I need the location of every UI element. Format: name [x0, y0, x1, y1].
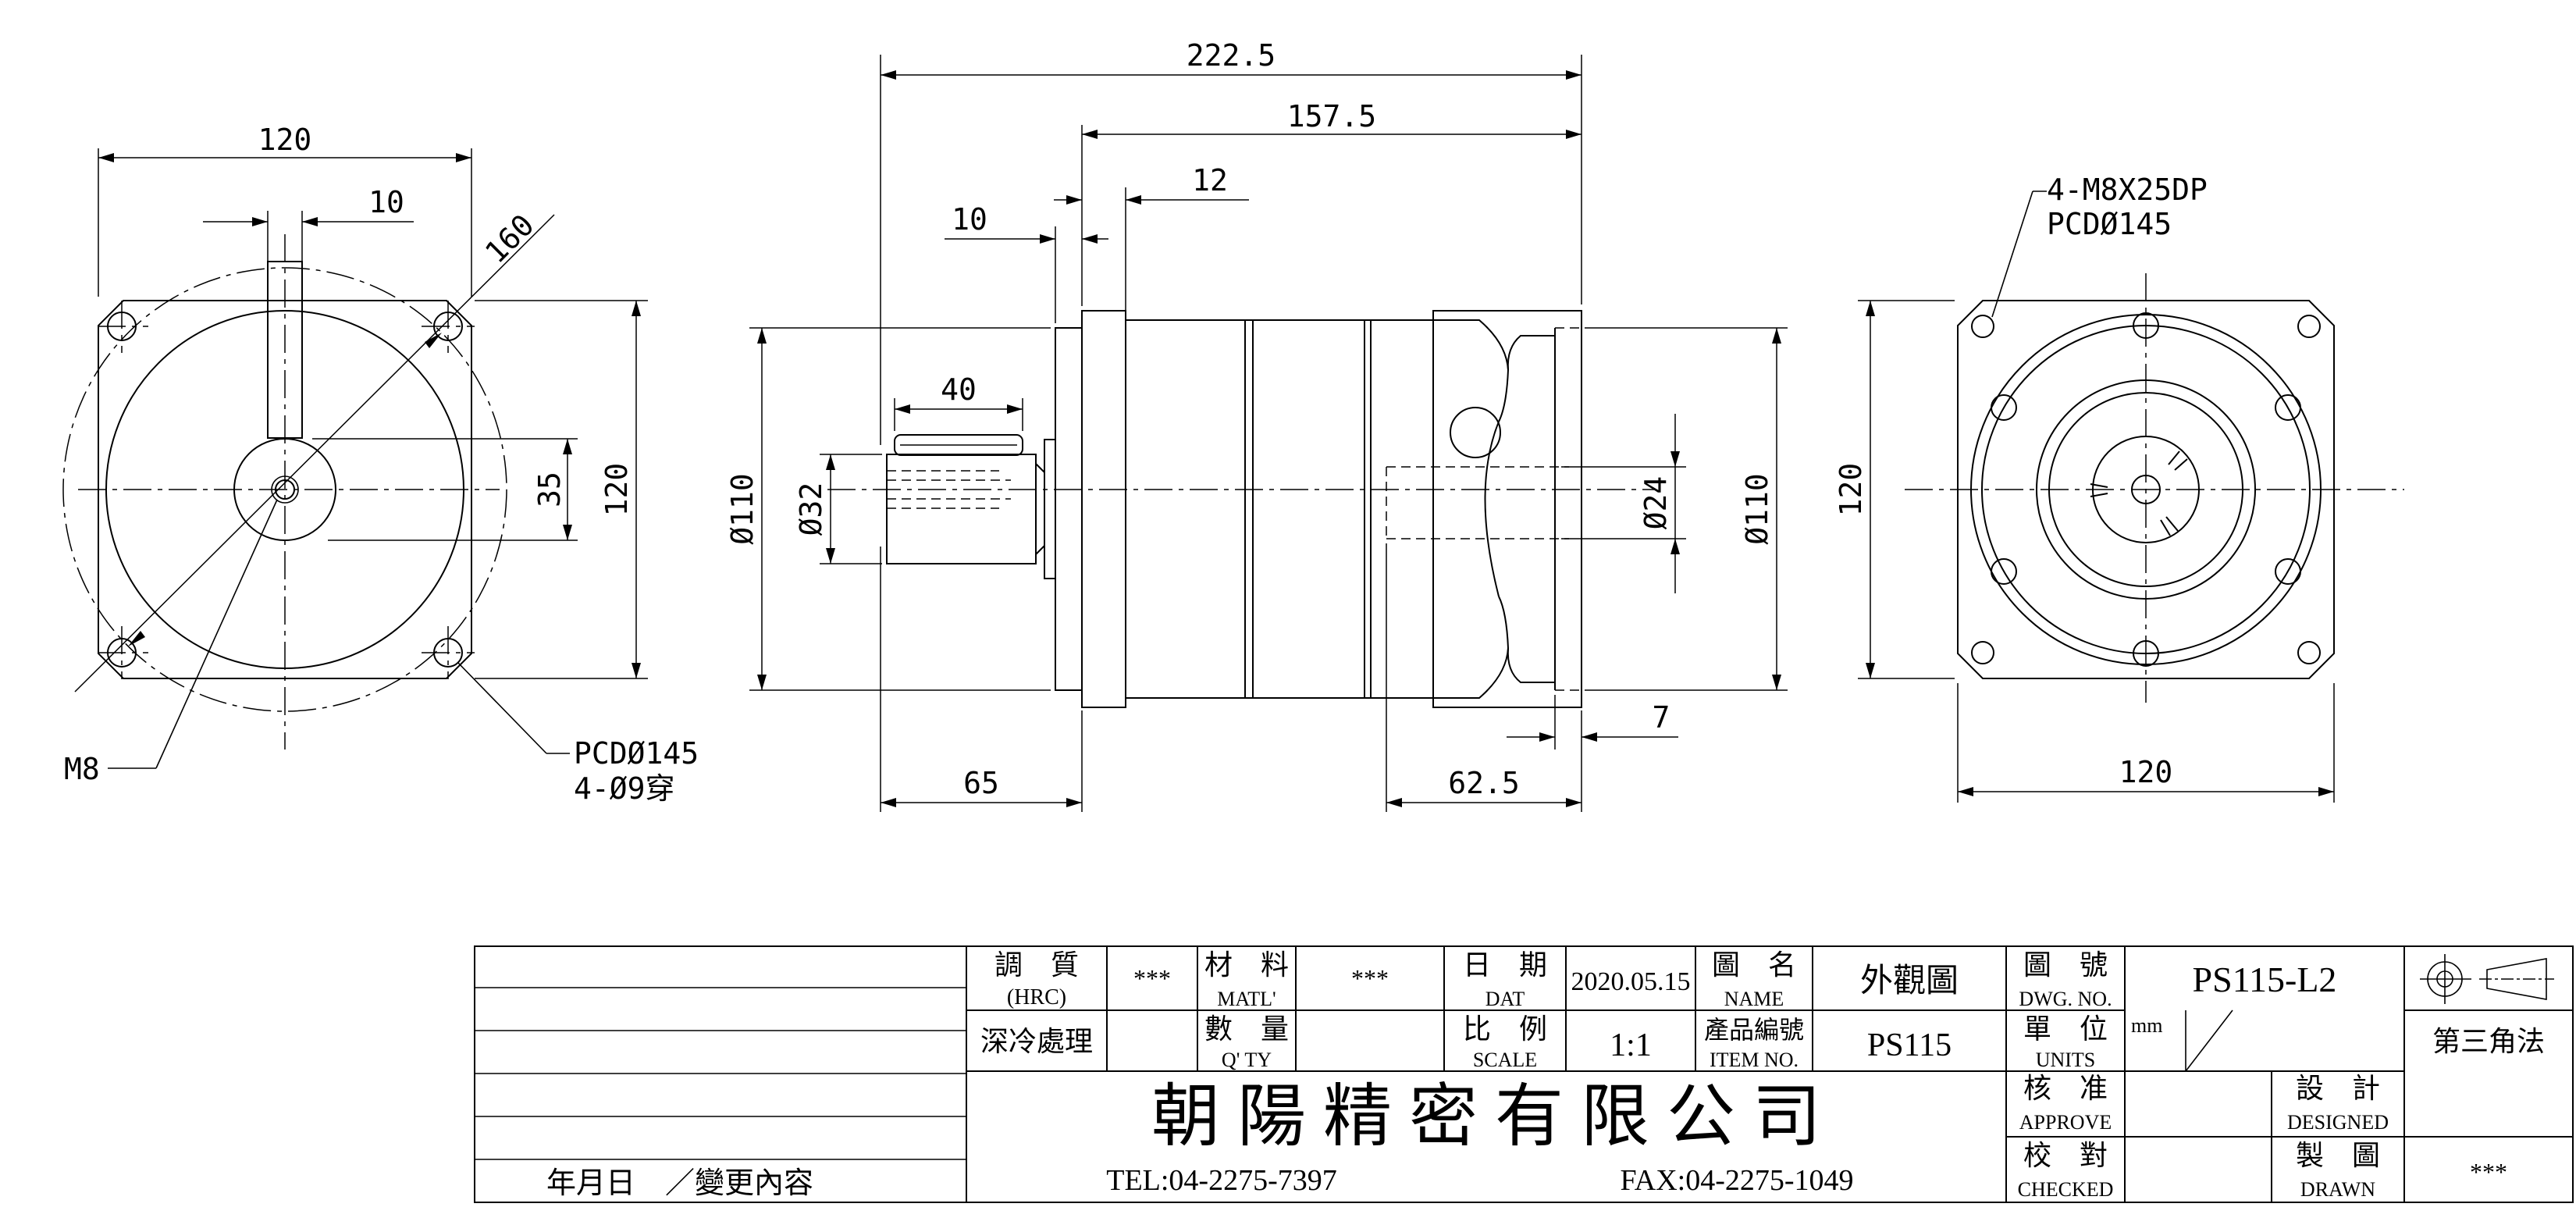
designed-label-en: DESIGNED — [2287, 1111, 2389, 1134]
units-label: 單 位 — [2023, 1013, 2108, 1045]
company-name: 朝 陽 精 密 有 限 公 司 — [1151, 1080, 1821, 1155]
rear-flange-outline — [1957, 300, 2335, 679]
rear-hole-ur — [2275, 394, 2301, 421]
dwg-label: 圖 號 — [2023, 949, 2108, 981]
side-dim-7: 7 — [1653, 700, 1670, 735]
rear-hole-ll — [1991, 558, 2017, 585]
date-label: 日 期 — [1463, 949, 1547, 981]
side-dim-12: 12 — [1192, 163, 1228, 198]
checked-label-en: CHECKED — [2018, 1178, 2114, 1201]
designed-label: 設 計 — [2296, 1073, 2380, 1104]
front-label-pcd: PCDØ145 — [574, 736, 699, 771]
side-dim-d24: Ø24 — [1638, 476, 1673, 530]
date-label-en: DAT — [1485, 988, 1525, 1010]
rear-hole-lr — [2275, 558, 2301, 585]
side-dim-body: 157.5 — [1287, 99, 1376, 134]
dwg-value: PS115-L2 — [2193, 960, 2337, 999]
rear-dim-height: 120 — [1834, 463, 1868, 517]
treatment-label: 深冷處理 — [980, 1026, 1093, 1057]
rear-corner-bl — [1971, 641, 1994, 664]
drawn-value: *** — [2470, 1158, 2507, 1186]
units-label-en: UNITS — [2036, 1049, 2096, 1071]
material-label: 材 料 — [1204, 949, 1289, 981]
revision-label: 年月日 ／變更內容 — [546, 1167, 813, 1200]
side-dim-40: 40 — [941, 372, 977, 407]
front-dim-width: 120 — [258, 123, 312, 157]
side-flange — [1081, 310, 1126, 708]
rear-label-thread: 4-M8X25DP — [2047, 173, 2208, 207]
hardness-label: 調 質 — [994, 949, 1079, 981]
item-label: 產品編號 — [1704, 1016, 1804, 1044]
front-dim-diag: 160 — [479, 208, 541, 270]
side-dim-10: 10 — [952, 202, 987, 237]
hardness-label-en: (HRC) — [1007, 985, 1066, 1009]
third-angle-projection-icon — [2420, 954, 2554, 1004]
front-dim-35: 35 — [532, 472, 567, 507]
dwg-label-en: DWG. NO. — [2019, 988, 2112, 1010]
side-key — [894, 434, 1023, 456]
material-label-en: MATL' — [1217, 988, 1276, 1010]
rear-corner-br — [2297, 641, 2321, 664]
front-label-m8: M8 — [64, 752, 100, 786]
item-label-en: ITEM NO. — [1710, 1049, 1799, 1071]
projection-label: 第三角法 — [2432, 1026, 2545, 1057]
drawn-label-en: DRAWN — [2300, 1178, 2375, 1201]
front-view: 120 10 160 35 120 M8 PCDØ — [62, 123, 699, 806]
scale-label: 比 例 — [1463, 1013, 1547, 1045]
side-view: 222.5 157.5 12 10 40 Ø110 — [725, 38, 1788, 812]
title-block: 年月日 ／變更內容 調 質 (HRC) *** 材 料 MATL' *** — [474, 945, 2574, 1203]
approve-label: 核 准 — [2023, 1073, 2108, 1104]
hardness-value: *** — [1133, 964, 1171, 992]
material-value: *** — [1351, 964, 1389, 992]
side-body — [1125, 319, 1434, 699]
item-value: PS115 — [1867, 1027, 1952, 1063]
company-fax: FAX:04-2275-1049 — [1620, 1164, 1853, 1197]
side-dim-625: 62.5 — [1448, 766, 1520, 800]
side-dim-d110-left: Ø110 — [725, 473, 760, 545]
side-collar — [1055, 327, 1083, 691]
name-value: 外觀圖 — [1860, 963, 1959, 999]
front-pcd-circle — [62, 267, 507, 712]
scale-value: 1:1 — [1610, 1027, 1652, 1063]
side-shoulder — [1044, 439, 1056, 579]
drawn-label: 製 圖 — [2296, 1140, 2380, 1171]
units-value: mm — [2131, 1014, 2162, 1037]
name-label-en: NAME — [1724, 988, 1784, 1010]
side-access-hole — [1450, 407, 1501, 458]
company-tel: TEL:04-2275-7397 — [1106, 1164, 1337, 1197]
side-dim-total: 222.5 — [1187, 38, 1276, 73]
checked-label: 校 對 — [2023, 1140, 2108, 1171]
scale-label-en: SCALE — [1473, 1049, 1537, 1071]
rear-corner-tl — [1971, 315, 1994, 338]
side-adapter — [1432, 310, 1582, 708]
front-label-holes: 4-Ø9穿 — [574, 771, 675, 806]
qty-label: 數 量 — [1204, 1013, 1289, 1045]
front-dim-height: 120 — [600, 463, 634, 517]
rear-label-pcd: PCDØ145 — [2047, 207, 2172, 241]
date-value: 2020.05.15 — [1571, 967, 1691, 996]
front-dim-keyway: 10 — [368, 185, 404, 219]
qty-label-en: Q' TY — [1222, 1049, 1272, 1071]
rear-dim-width: 120 — [2119, 755, 2173, 789]
name-label: 圖 名 — [1712, 949, 1796, 981]
rear-corner-tr — [2297, 315, 2321, 338]
rear-hole-ul — [1991, 394, 2017, 421]
front-flange-outline — [98, 300, 472, 679]
side-dim-d110-right: Ø110 — [1740, 473, 1774, 545]
side-dim-d32: Ø32 — [794, 482, 828, 536]
rear-view: 4-M8X25DP PCDØ145 120 120 — [1834, 173, 2404, 803]
side-dim-65: 65 — [963, 766, 999, 800]
approve-label-en: APPROVE — [2019, 1111, 2112, 1134]
